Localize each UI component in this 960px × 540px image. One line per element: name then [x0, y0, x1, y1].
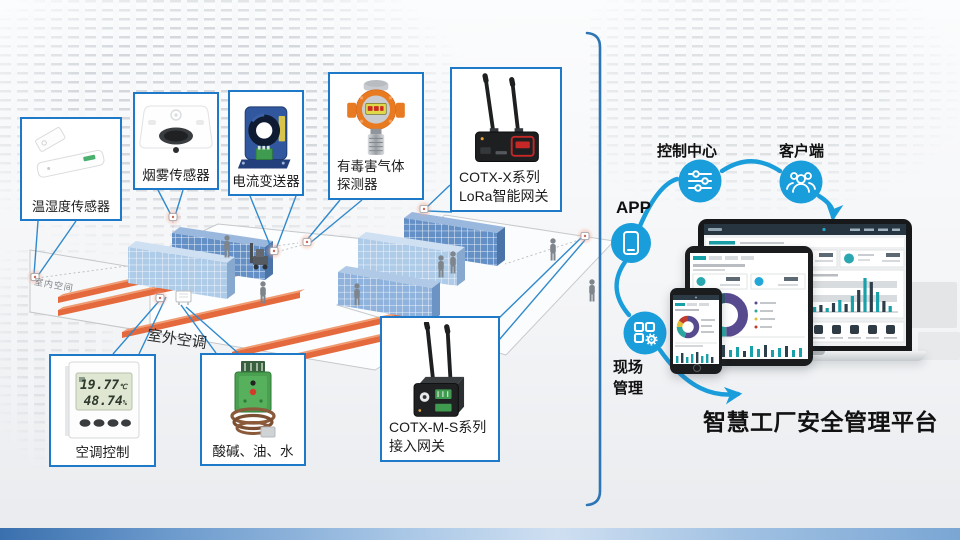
- platform-title: 智慧工厂安全管理平台: [703, 409, 938, 435]
- temp-humidity-sensor-image: [35, 127, 105, 178]
- app-grid-gear-icon: [633, 321, 658, 346]
- forklift: [250, 243, 268, 270]
- label-box-ac-control: 19.77℃ 48.74% 空调控制: [49, 354, 156, 467]
- client-node: [779, 160, 823, 204]
- control-center-label: 控制中心: [657, 143, 718, 160]
- current-transmitter-image: [237, 106, 291, 169]
- outdoor-ac-unit: [175, 290, 192, 305]
- client-label: 客户端: [779, 143, 825, 160]
- label-box-temp-humidity: 温湿度传感器: [20, 117, 122, 221]
- world-map-texture-right: [590, 0, 960, 215]
- label-box-toxic-gas: 有毒害气体 探测器: [328, 72, 424, 200]
- grouping-bracket: [585, 31, 602, 507]
- temperature-reading: 19.77: [80, 378, 119, 393]
- smoke-label: 烟雾传感器: [142, 168, 210, 184]
- site-mgmt-label: 现场 管理: [613, 359, 644, 397]
- arrow-control-to-client: [719, 159, 783, 174]
- cotx-x-gateway-image: [475, 73, 539, 163]
- ac-control-label: 空调控制: [75, 445, 130, 461]
- control-center-node: [678, 159, 722, 203]
- laptop-bar-card: [805, 269, 905, 319]
- users-group-icon: [786, 172, 816, 193]
- label-box-acid-oil-water: 酸碱、油、水: [200, 353, 306, 466]
- toxic-gas-detector-image: [347, 80, 405, 155]
- label-box-cotx-ms: COTX-M-S系列 接入网关: [380, 316, 500, 462]
- phone-dashboard-screen: [673, 295, 719, 364]
- smartphone-icon: [623, 231, 639, 255]
- footer-accent-bar: [0, 528, 960, 540]
- phone-mockup: [670, 288, 722, 374]
- arrow-app-to-control: [637, 176, 680, 229]
- label-box-smoke: 烟雾传感器: [133, 92, 219, 190]
- current-transmitter-label: 电流变送器: [232, 174, 300, 190]
- leader-lines: [33, 184, 586, 355]
- toxic-gas-label: 有毒害气体 探测器: [337, 158, 405, 192]
- decor-gray-block: [905, 282, 957, 328]
- arrow-site-to-platform: [657, 347, 743, 405]
- storage-racks: [128, 212, 505, 321]
- temperature-unit: ℃: [119, 383, 128, 391]
- flow-arrows: [614, 159, 844, 405]
- svg-text:19.77℃: 19.77℃: [80, 378, 128, 393]
- cotx-x-label: COTX-X系列 LoRa智能网关: [459, 169, 549, 205]
- temp-humidity-label: 温湿度传感器: [31, 199, 110, 215]
- svg-text:48.74%: 48.74%: [84, 394, 128, 409]
- ac-controller-image: 19.77℃ 48.74%: [65, 361, 140, 439]
- sliders-icon: [688, 170, 712, 192]
- label-box-current: 电流变送器: [228, 90, 304, 196]
- app-label: APP: [616, 198, 651, 217]
- laptop-icon-row: [805, 321, 905, 343]
- cotx-ms-gateway-image: [413, 322, 465, 417]
- humidity-unit: %: [123, 399, 128, 407]
- app-node: [611, 223, 651, 263]
- acid-oil-water-label: 酸碱、油、水: [212, 444, 294, 460]
- label-box-cotx-x: COTX-X系列 LoRa智能网关: [450, 67, 562, 212]
- site-mgmt-node: [623, 311, 667, 355]
- cotx-ms-label: COTX-M-S系列 接入网关: [389, 419, 487, 455]
- smoke-sensor-image: [139, 105, 213, 153]
- acid-oil-water-sensor-image: [230, 361, 276, 438]
- arrow-client-to-platform: [816, 193, 844, 222]
- humidity-reading: 48.74: [84, 394, 123, 409]
- arrow-app-to-site: [614, 259, 632, 318]
- phone-dashboard: [673, 295, 719, 364]
